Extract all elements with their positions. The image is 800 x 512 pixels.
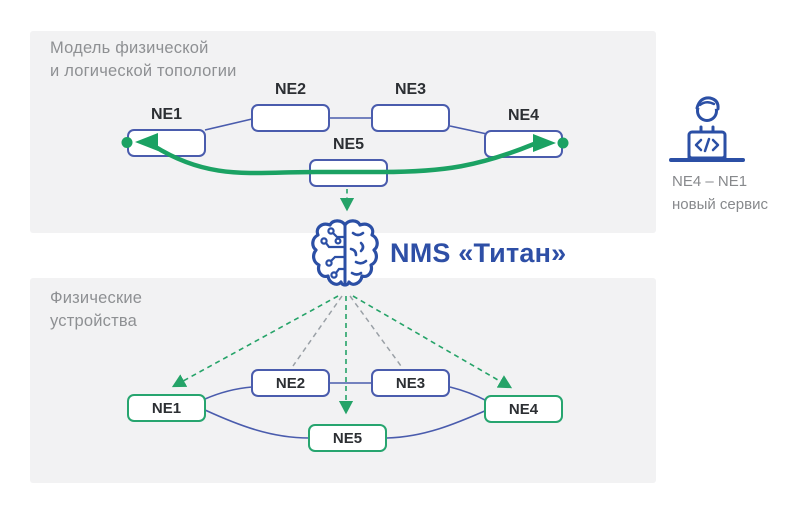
node-ne3-physical: NE3 bbox=[371, 369, 450, 397]
node-label-ne5: NE5 bbox=[332, 136, 365, 153]
node-label-ne3: NE3 bbox=[394, 81, 427, 98]
node-ne5-physical: NE5 bbox=[308, 424, 387, 452]
nms-title: NMS «Титан» bbox=[390, 238, 567, 268]
title-line: и логической топологии bbox=[50, 62, 237, 80]
dashed-link-nms-to-ne1 bbox=[171, 295, 339, 388]
node-label-ne1: NE1 bbox=[150, 106, 183, 123]
node-label-ne4: NE4 bbox=[507, 107, 540, 124]
link-ne3-ne4 bbox=[449, 125, 488, 135]
phys-link-ne1-ne5 bbox=[204, 409, 310, 439]
new-service-caption-line2: новый сервис bbox=[672, 196, 768, 213]
service-path-curve bbox=[151, 141, 537, 176]
physical-devices-title: Физические устройства bbox=[50, 287, 142, 333]
phys-link-ne5-ne4 bbox=[386, 409, 488, 439]
node-ne2-physical: NE2 bbox=[251, 369, 330, 397]
logical-topology-title: Модель физической и логической топологии bbox=[50, 37, 237, 83]
new-service-caption: NE4 – NE1 новый сервис bbox=[672, 170, 768, 216]
title-line: Модель физической bbox=[50, 39, 209, 57]
dashed-link-nms-to-ne3 bbox=[349, 295, 402, 367]
service-arrow-right bbox=[533, 134, 556, 152]
title-line: Физические bbox=[50, 289, 143, 307]
service-endpoint-ne4 bbox=[557, 137, 569, 149]
dashed-link-nms-to-ne4 bbox=[352, 295, 513, 389]
node-label-ne2: NE2 bbox=[274, 81, 307, 98]
title-line: устройства bbox=[50, 312, 138, 330]
node-ne4-physical: NE4 bbox=[484, 395, 563, 423]
developer-laptop-icon bbox=[668, 94, 746, 168]
phys-link-ne1-ne2 bbox=[204, 386, 253, 400]
service-arrow-left bbox=[135, 133, 158, 151]
node-ne2-logical bbox=[251, 104, 330, 132]
service-endpoint-ne1 bbox=[121, 137, 133, 148]
new-service-caption-line1: NE4 – NE1 bbox=[672, 173, 748, 190]
link-ne1-ne2 bbox=[204, 118, 253, 131]
node-ne3-logical bbox=[371, 104, 450, 132]
brain-icon bbox=[311, 216, 379, 294]
node-ne1-physical: NE1 bbox=[127, 394, 206, 422]
